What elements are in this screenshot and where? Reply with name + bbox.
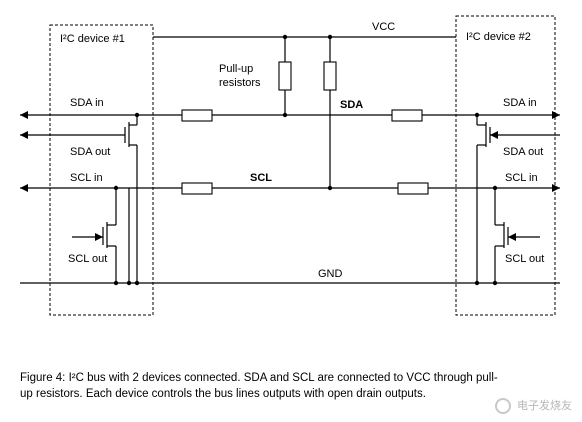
- watermark: 电子发烧友: [494, 397, 572, 414]
- scl-bus: [20, 182, 560, 195]
- device1-sda-in: SDA in: [70, 97, 104, 109]
- pullup-resistor-scl: [323, 61, 337, 91]
- caption-line-1: Figure 4: I²C bus with 2 devices connect…: [20, 372, 498, 384]
- i2c-bus-diagram: I²C device #1 I²C device #2 VCC Pull-up …: [20, 15, 560, 316]
- pullup-label-line2: resistors: [219, 77, 261, 89]
- device1-sda-out: SDA out: [70, 146, 110, 158]
- device1-scl-transistor: [72, 188, 132, 286]
- device1-scl-out: SCL out: [68, 253, 107, 265]
- device1-scl-in: SCL in: [70, 172, 103, 184]
- device2-sda-out: SDA out: [503, 146, 543, 158]
- device2-box: [455, 15, 556, 316]
- caption-line-2: up resistors. Each device controls the b…: [20, 388, 426, 400]
- gnd-rail: [20, 280, 560, 286]
- pullup-label-line1: Pull-up: [219, 63, 253, 75]
- device2-sda-transistor: [476, 115, 560, 283]
- device2-scl-out: SCL out: [505, 253, 544, 265]
- device2-title: I²C device #2: [466, 31, 531, 43]
- sda-bus: [20, 109, 560, 122]
- scl-bus-label: SCL: [250, 172, 272, 184]
- device1-sda-transistor: [20, 115, 138, 283]
- device2-scl-in: SCL in: [505, 172, 538, 184]
- vcc-rail: [153, 34, 456, 40]
- vcc-label: VCC: [372, 21, 395, 33]
- sda-bus-label: SDA: [340, 99, 363, 111]
- device2-scl-transistor: [494, 188, 540, 283]
- watermark-logo-icon: [494, 398, 511, 414]
- device1-box: [49, 24, 154, 316]
- figure-caption: Figure 4: I²C bus with 2 devices connect…: [20, 370, 572, 402]
- gnd-label: GND: [318, 268, 343, 280]
- device1-title: I²C device #1: [60, 33, 125, 45]
- pullup-resistor-sda: [278, 61, 292, 91]
- device2-sda-in: SDA in: [503, 97, 537, 109]
- pullup-resistors: [278, 37, 337, 188]
- watermark-text: 电子发烧友: [517, 399, 572, 412]
